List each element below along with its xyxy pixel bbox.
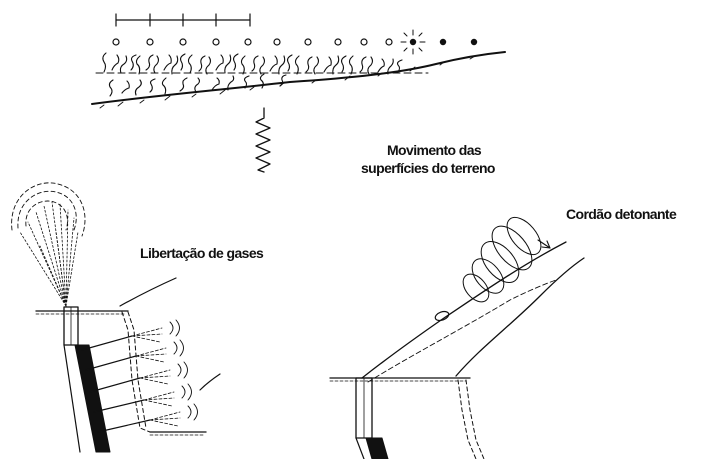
backbreak-line	[120, 278, 176, 306]
label-movement-line1: Movimento das	[387, 142, 481, 159]
fracture-squiggles	[103, 53, 402, 96]
right-slope-dashed	[368, 280, 556, 382]
borehole-charge	[75, 345, 110, 452]
gas-plume-arcs	[12, 183, 85, 236]
pressure-wave-arcs	[170, 320, 198, 420]
gas-escape-arrows	[132, 328, 180, 426]
ground-surface-profile	[92, 52, 505, 104]
detonating-cord-line	[362, 242, 566, 378]
label-detonating-cord: Cordão detonante	[566, 206, 676, 223]
cord-helix-loops	[458, 211, 547, 306]
gas-release-panel	[12, 183, 220, 452]
scale-bar	[116, 14, 250, 26]
label-movement-line2: superfícies do terreno	[361, 160, 495, 177]
buried-charge-spring	[256, 108, 270, 172]
face-slope-line	[200, 374, 220, 390]
label-gas-release: Libertação de gases	[140, 245, 263, 262]
right-borehole-charge	[366, 438, 388, 459]
right-bench-face	[458, 380, 476, 459]
gas-jets	[20, 202, 78, 306]
cord-arrow	[538, 240, 550, 248]
detonating-cord-panel	[330, 211, 584, 459]
bench-face-dashed	[122, 312, 150, 432]
